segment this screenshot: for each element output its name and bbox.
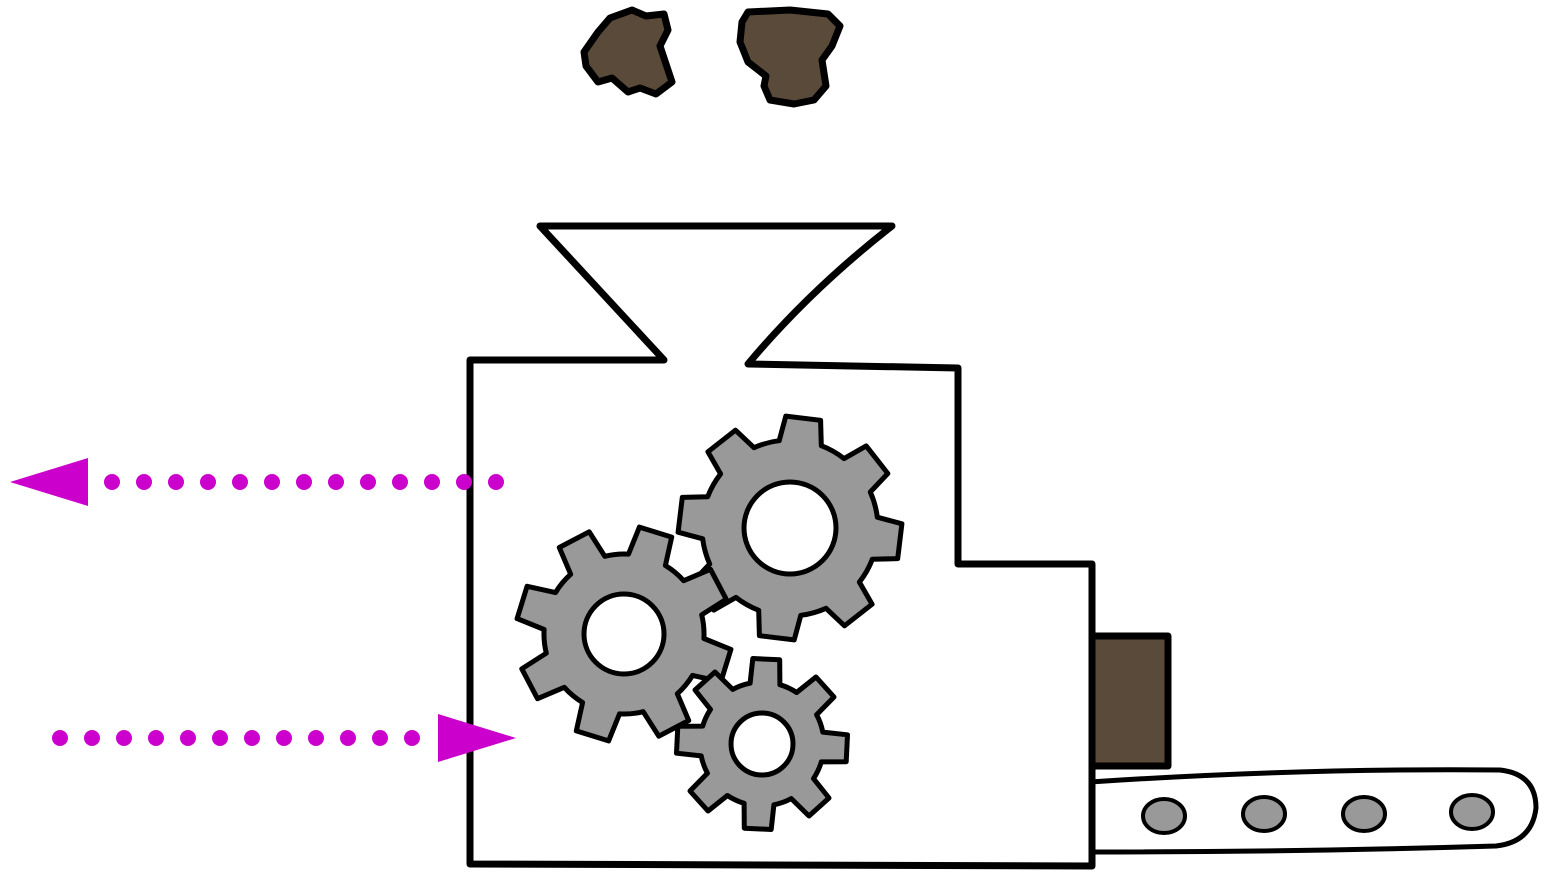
arrow-dot (84, 730, 100, 746)
output-arrow (10, 458, 504, 506)
arrow-dot (116, 730, 132, 746)
arrow-dot (148, 730, 164, 746)
arrow-dot (392, 474, 408, 490)
arrow-dot (488, 474, 504, 490)
arrow-dot (136, 474, 152, 490)
arrow-dot (372, 730, 388, 746)
arrow-dot (244, 730, 260, 746)
conveyor-roller (1143, 799, 1185, 833)
output-arrowhead (10, 458, 88, 506)
output-chute (1092, 636, 1168, 766)
input-arrow (52, 714, 516, 762)
output-arrow-dots (104, 474, 504, 490)
arrow-dot (308, 730, 324, 746)
conveyor-roller (1343, 797, 1385, 831)
gear-icon (677, 659, 848, 830)
arrow-dot (296, 474, 312, 490)
arrow-dot (200, 474, 216, 490)
raw-material-piece-right (740, 10, 840, 104)
arrow-dot (264, 474, 280, 490)
gear-hole (731, 713, 793, 775)
gear-hole (584, 594, 664, 674)
input-arrow-dots (52, 730, 420, 746)
raw-material-group (584, 10, 840, 104)
gear-hole (744, 482, 836, 574)
arrow-dot (180, 730, 196, 746)
arrow-dot (276, 730, 292, 746)
conveyor-belt (1090, 770, 1536, 852)
arrow-dot (404, 730, 420, 746)
raw-material-piece-left (584, 10, 672, 94)
conveyor-roller (1451, 795, 1493, 829)
arrow-dot (340, 730, 356, 746)
arrow-dot (456, 474, 472, 490)
arrow-dot (212, 730, 228, 746)
arrow-dot (424, 474, 440, 490)
arrow-dot (232, 474, 248, 490)
conveyor-roller (1243, 797, 1285, 831)
arrow-dot (360, 474, 376, 490)
arrow-dot (104, 474, 120, 490)
arrow-dot (328, 474, 344, 490)
arrow-dot (168, 474, 184, 490)
arrow-dot (52, 730, 68, 746)
